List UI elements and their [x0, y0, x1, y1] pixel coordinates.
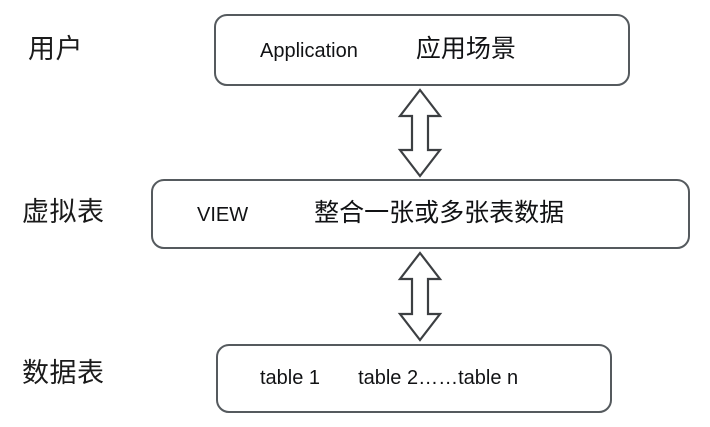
double-arrow-application-to-view [396, 88, 444, 178]
node-box-view: VIEW 整合一张或多张表数据 [151, 179, 690, 249]
double-arrow-icon [397, 88, 443, 178]
view-text-row: VIEW 整合一张或多张表数据 [197, 201, 564, 227]
double-arrow-icon [397, 251, 443, 342]
view-primary-label: VIEW [197, 204, 249, 226]
tables-text-row: table 1 table 2……table n [260, 367, 518, 390]
application-text-row: Application 应用场景 [260, 37, 516, 63]
tables-secondary-label: table 2……table n [358, 367, 519, 389]
double-arrow-view-to-tables [396, 251, 444, 342]
tier-label-user: 用户 [28, 34, 83, 64]
tier-label-data-table: 数据表 [22, 358, 105, 388]
tier-label-virtual-table: 虚拟表 [22, 197, 105, 227]
view-secondary-label: 整合一张或多张表数据 [314, 199, 565, 227]
tables-primary-label: table 1 [260, 367, 321, 389]
node-box-tables: table 1 table 2……table n [216, 344, 612, 413]
node-box-application: Application 应用场景 [214, 14, 630, 86]
application-primary-label: Application [260, 40, 358, 62]
application-secondary-label: 应用场景 [415, 35, 516, 63]
